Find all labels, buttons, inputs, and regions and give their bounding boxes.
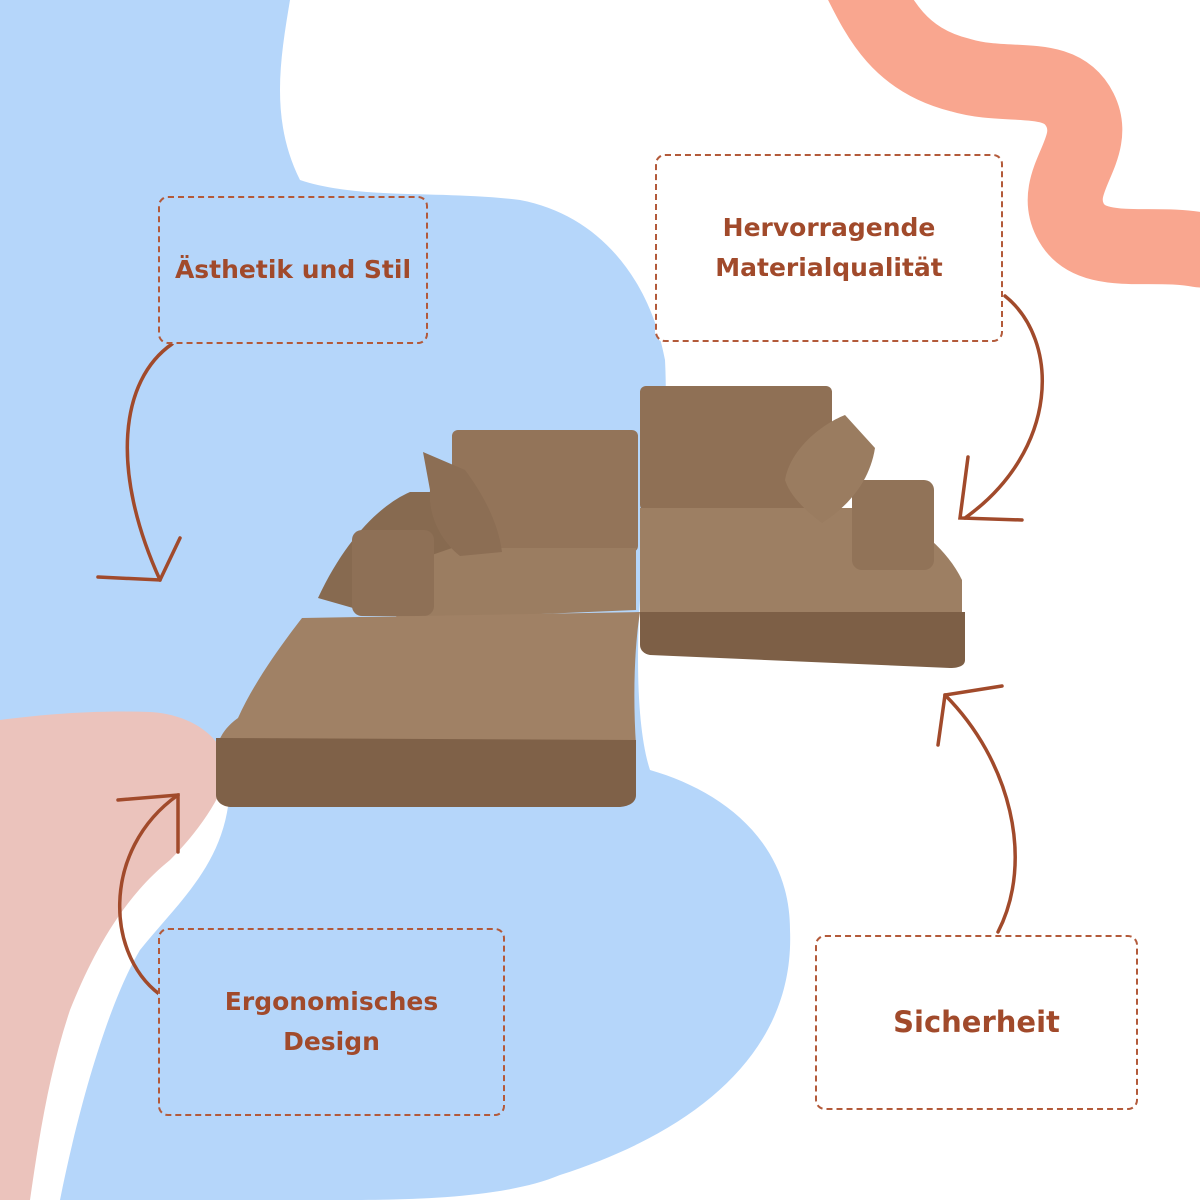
- arrows: [96, 294, 1044, 1000]
- feature-aesthetics-box: Ästhetik und Stil: [158, 196, 428, 344]
- sofa-pillow-right: [785, 415, 875, 523]
- arrow-material: [963, 294, 1044, 520]
- sofa-chaise-base: [216, 738, 636, 807]
- feature-ergonomic-line1: Ergonomisches: [224, 987, 439, 1016]
- sofa-right-base: [640, 612, 965, 668]
- feature-aesthetics-label: Ästhetik und Stil: [174, 255, 412, 284]
- feature-material-line2: Materialqualität: [715, 253, 943, 282]
- feature-ergonomic-box: Ergonomisches Design: [158, 928, 505, 1116]
- feature-ergonomic-line2: Design: [283, 1027, 380, 1056]
- feature-safety-label: Sicherheit: [893, 1005, 1060, 1040]
- arrow-material-head: [958, 455, 1024, 522]
- salmon-wave: [828, 0, 1200, 288]
- feature-material-line1: Hervorragende: [722, 213, 936, 242]
- feature-safety-box: Sicherheit: [815, 935, 1138, 1110]
- arrow-aesthetics-head: [96, 536, 182, 582]
- sofa-illustration: [216, 386, 965, 807]
- arrow-aesthetics: [125, 342, 174, 582]
- sofa-backrest-right: [640, 386, 832, 511]
- sofa-bolster-right: [852, 480, 934, 570]
- arrow-safety-head: [936, 684, 1004, 747]
- sofa-pillow-left: [423, 452, 502, 556]
- sofa-backrest-left: [452, 430, 638, 552]
- arrow-ergonomic-head: [116, 793, 180, 854]
- feature-material-box: Hervorragende Materialqualität: [655, 154, 1003, 342]
- sofa-chaise-top: [218, 612, 640, 745]
- sofa-bolster-left: [352, 530, 434, 616]
- arrow-safety: [943, 693, 1017, 934]
- arrow-ergonomic: [118, 793, 180, 1000]
